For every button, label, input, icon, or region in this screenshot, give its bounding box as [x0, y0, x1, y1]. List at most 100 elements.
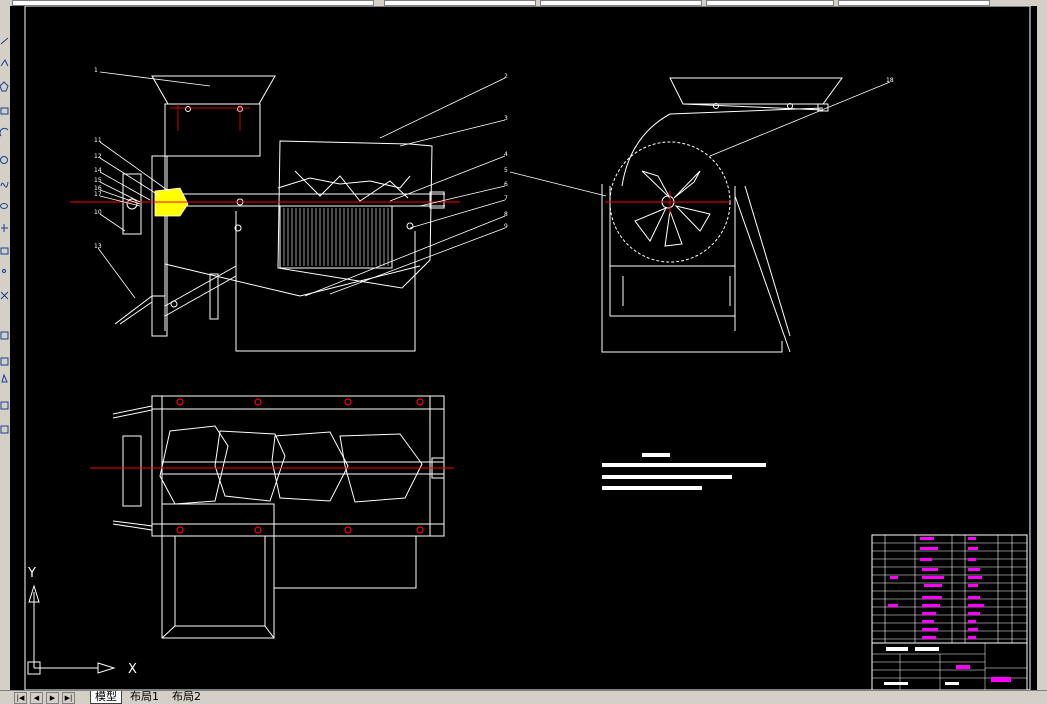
ucs-icon	[27, 584, 116, 675]
top-outlet-box	[161, 503, 275, 639]
top-view-bolts	[176, 398, 424, 534]
spline-tool-icon[interactable]	[0, 181, 9, 188]
notes-heading-glyphs	[642, 453, 670, 457]
side-view	[601, 77, 843, 353]
balloon-label: 5	[504, 167, 508, 174]
balloon-label: 9	[504, 223, 508, 230]
next-tab-button[interactable]: ▶	[46, 692, 59, 704]
side-frame-brace-2	[744, 185, 791, 337]
last-tab-button[interactable]: ▶|	[62, 692, 75, 704]
front-bolt	[234, 224, 242, 232]
balloon-label: 4	[504, 151, 508, 158]
rotor-blade	[641, 170, 671, 199]
polygon-tool-icon[interactable]	[0, 81, 9, 92]
rotor-blade	[673, 170, 701, 199]
balloon-label: 7	[504, 195, 508, 202]
parts-list-entries	[888, 537, 984, 639]
front-left-post	[151, 155, 168, 337]
balloon-label: 8	[504, 211, 508, 218]
side-hopper	[669, 77, 843, 105]
title-block-glyphs	[956, 665, 970, 669]
drum-blade-edge	[277, 175, 411, 189]
balloon-label: 17	[94, 191, 102, 198]
side-bolt	[713, 103, 719, 109]
insert-block-icon[interactable]	[1, 224, 8, 232]
previous-tab-button[interactable]: ◀	[30, 692, 43, 704]
tab-layout-2[interactable]: 布局2	[172, 690, 201, 703]
top-view	[112, 395, 445, 639]
balloon-label: 1	[94, 67, 98, 74]
front-leg-brace	[114, 295, 165, 325]
technical-notes	[602, 453, 766, 490]
region-tool-icon[interactable]	[0, 331, 9, 340]
front-pulley-hub	[126, 198, 138, 210]
hopper-neck	[164, 103, 261, 157]
drum-blade-edge-2	[294, 170, 409, 202]
polyline-tool-icon[interactable]	[0, 59, 9, 67]
front-hopper	[151, 75, 276, 105]
rectangle-tool-icon[interactable]	[0, 107, 9, 115]
front-bolt	[170, 300, 178, 308]
parts-list-columns	[884, 535, 1013, 643]
balloon-label: 18	[886, 77, 894, 84]
balloon-label: 16	[94, 185, 102, 192]
front-drum	[277, 140, 433, 289]
arc-tool-icon[interactable]	[0, 127, 9, 137]
side-drum-housing	[621, 107, 824, 187]
front-tank-slope-2	[299, 265, 421, 297]
title-block-glyphs	[884, 682, 908, 685]
parts-list-rows	[872, 542, 1027, 640]
part-balloons: 1 2 3 4 5 6 7 8 9 10 11 12 13 14 15 16 1…	[94, 67, 894, 250]
title-block	[871, 642, 1028, 690]
screen-mesh-lines	[283, 208, 389, 266]
drawing-canvas[interactable]: 1 2 3 4 5 6 7 8 9 10 11 12 13 14 15 16 1…	[10, 6, 1037, 690]
top-outrigger	[112, 520, 153, 531]
mtext-tool-icon[interactable]	[0, 401, 9, 410]
rotor-blade	[674, 205, 711, 232]
hatch-tool-icon[interactable]	[0, 291, 9, 300]
front-view	[114, 75, 445, 352]
front-support-brace-2	[164, 275, 237, 317]
ucs-x-label: X	[128, 662, 137, 677]
point-tool-icon[interactable]	[2, 269, 6, 273]
drawing-border	[24, 6, 1031, 690]
top-frame	[151, 395, 445, 537]
front-leg-brace-2	[119, 301, 153, 325]
top-chute	[274, 535, 417, 589]
balloon-label: 14	[94, 167, 102, 174]
balloon-label: 3	[504, 115, 508, 122]
text-tool-icon[interactable]	[1, 373, 8, 383]
gradient-tool-icon[interactable]	[0, 425, 9, 434]
title-block-glyphs	[886, 647, 908, 651]
top-blade	[214, 430, 286, 502]
balloon-label: 6	[504, 181, 508, 188]
tab-model[interactable]: 模型	[90, 691, 122, 704]
side-frame-brace	[734, 195, 791, 353]
line-tool-icon[interactable]	[0, 37, 9, 45]
title-block-glyphs	[945, 682, 959, 685]
top-outlet-inner	[174, 535, 266, 627]
front-support-brace	[164, 265, 237, 307]
note-line-glyphs	[602, 463, 766, 467]
tab-layout-1[interactable]: 布局1	[130, 690, 159, 703]
first-tab-button[interactable]: |◀	[14, 692, 27, 704]
vertical-scrollbar[interactable]	[1037, 6, 1047, 690]
balloon-label: 15	[94, 177, 102, 184]
side-tank	[601, 184, 783, 353]
layout-tab-bar: |◀ ◀ ▶ ▶| 模型 布局1 布局2	[0, 690, 1047, 704]
balloon-label: 2	[504, 73, 508, 80]
draw-toolbar	[0, 6, 10, 690]
title-block-glyphs	[915, 647, 939, 651]
top-outrigger	[112, 405, 153, 419]
top-blade	[271, 431, 349, 502]
ellipse-tool-icon[interactable]	[0, 203, 8, 209]
rotor-blade	[634, 207, 668, 242]
circle-tool-icon[interactable]	[0, 156, 8, 164]
rotor-blade	[664, 210, 683, 247]
table-tool-icon[interactable]	[0, 357, 9, 366]
balloon-label: 12	[94, 153, 102, 160]
balloon-label: 13	[94, 243, 102, 250]
front-tank-slope	[164, 263, 301, 297]
top-blade	[159, 425, 229, 505]
make-block-icon[interactable]	[0, 247, 9, 255]
